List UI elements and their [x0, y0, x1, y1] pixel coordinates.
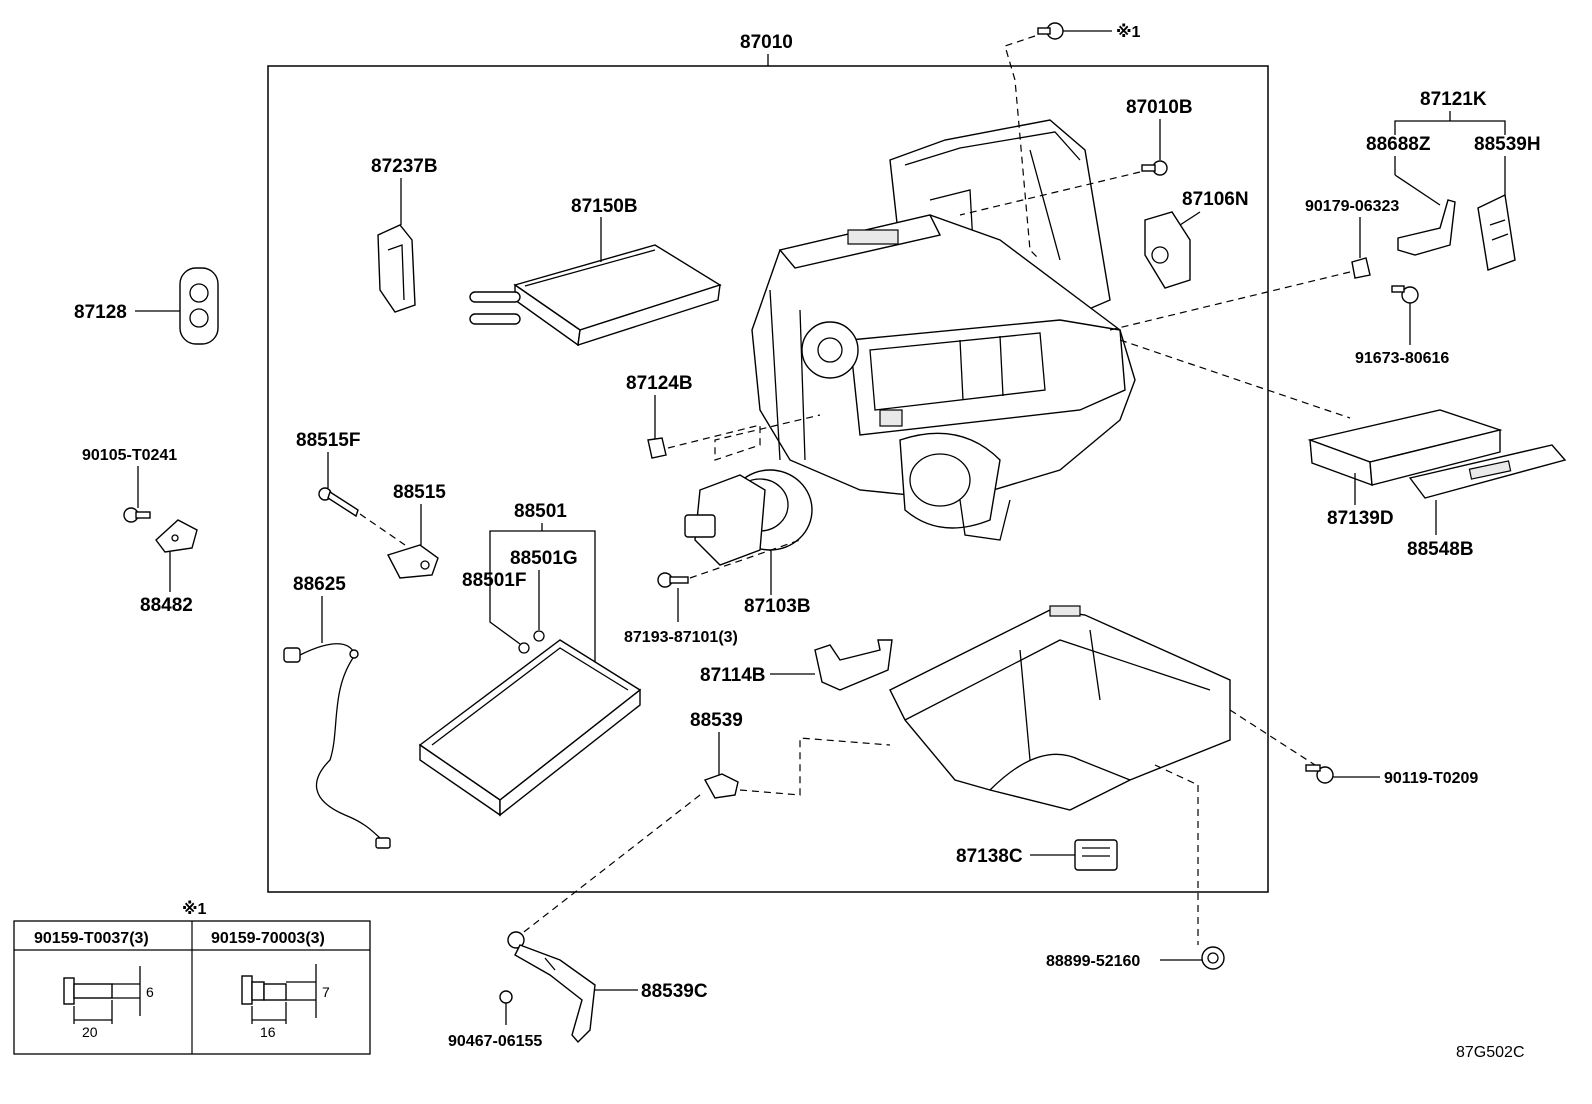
- label-88515f[interactable]: 88515F: [296, 430, 360, 451]
- table-header-col2: 90159-70003(3): [211, 930, 325, 947]
- table-len-col2: 16: [260, 1024, 276, 1040]
- evaporator-88501[interactable]: [418, 639, 642, 817]
- table-header-col1: 90159-T0037(3): [34, 930, 149, 947]
- label-88688z[interactable]: 88688Z: [1366, 134, 1431, 155]
- label-88539c[interactable]: 88539C: [641, 981, 708, 1002]
- bracket-87114b[interactable]: [814, 639, 893, 691]
- block-88482[interactable]: [155, 519, 198, 553]
- label-87124b[interactable]: 87124B: [626, 373, 693, 394]
- table-ref1-label: ※1: [182, 900, 207, 918]
- label-88539[interactable]: 88539: [690, 710, 743, 731]
- label-88482[interactable]: 88482: [140, 595, 193, 616]
- screw-90119[interactable]: [1305, 764, 1334, 784]
- label-88539h[interactable]: 88539H: [1474, 134, 1541, 155]
- label-90105-t0241[interactable]: 90105-T0241: [82, 447, 177, 464]
- label-88625[interactable]: 88625: [293, 574, 346, 595]
- clip-87124b[interactable]: [647, 437, 667, 459]
- sensor-88539h[interactable]: [1477, 193, 1516, 271]
- label-88515[interactable]: 88515: [393, 482, 446, 503]
- heater-core-87150b[interactable]: [469, 244, 722, 347]
- bracket-88539c[interactable]: [507, 931, 596, 1044]
- bolt-icon-col1: [63, 966, 141, 1024]
- screw-91673[interactable]: [1391, 285, 1419, 304]
- lower-case-illustration: [889, 605, 1231, 811]
- label-88501g[interactable]: 88501G: [510, 548, 578, 569]
- label-87139d[interactable]: 87139D: [1327, 508, 1394, 529]
- fastener-table: 90159-T0037(3) 90159-70003(3) 20 6: [13, 920, 371, 1055]
- label-87138c[interactable]: 87138C: [956, 846, 1023, 867]
- air-filter-87139d[interactable]: [1307, 409, 1503, 487]
- sensor-88539[interactable]: [703, 773, 739, 799]
- screw-87010b[interactable]: [1141, 160, 1168, 176]
- label-91673-80616[interactable]: 91673-80616: [1355, 350, 1449, 367]
- screw-87193[interactable]: [657, 572, 689, 588]
- bracket-88688z[interactable]: [1397, 199, 1456, 256]
- servo-motor-87106n[interactable]: [1144, 211, 1191, 289]
- bracket-87237b[interactable]: [377, 224, 416, 313]
- label-88501f[interactable]: 88501F: [462, 570, 526, 591]
- filter-cover-88548b[interactable]: [1408, 444, 1567, 499]
- label-87150b[interactable]: 87150B: [571, 196, 638, 217]
- bolt-icon-col2: [241, 964, 317, 1024]
- grommet-87128[interactable]: [179, 267, 219, 345]
- label-87106n[interactable]: 87106N: [1182, 189, 1249, 210]
- label-87010[interactable]: 87010: [740, 32, 793, 53]
- blower-motor-87103b[interactable]: [684, 469, 813, 566]
- label-88548b[interactable]: 88548B: [1407, 539, 1474, 560]
- label-88501[interactable]: 88501: [514, 501, 567, 522]
- label-87103b[interactable]: 87103B: [744, 596, 811, 617]
- hvac-case-illustration: [751, 119, 1136, 541]
- sensor-87138c[interactable]: [1074, 839, 1118, 871]
- block-88515[interactable]: [386, 544, 439, 579]
- table-dia-col2: 7: [322, 984, 330, 1000]
- screw-top-ref1[interactable]: [1037, 22, 1064, 40]
- figure-code: 87G502C: [1456, 1044, 1525, 1061]
- label-90467-06155[interactable]: 90467-06155: [448, 1033, 542, 1050]
- label-87114b[interactable]: 87114B: [700, 665, 766, 686]
- label-88899-52160[interactable]: 88899-52160: [1046, 953, 1140, 970]
- label-87237b[interactable]: 87237B: [371, 156, 438, 177]
- table-len-col1: 20: [82, 1024, 98, 1040]
- sensor-wire-88625[interactable]: [283, 643, 391, 849]
- screw-90105[interactable]: [123, 507, 151, 523]
- bolt-88515f[interactable]: [318, 487, 359, 518]
- label-90119-t0209[interactable]: 90119-T0209: [1384, 770, 1478, 787]
- label-87193-87101[interactable]: 87193-87101(3): [624, 629, 738, 646]
- nut-88899[interactable]: [1201, 946, 1225, 970]
- table-dia-col1: 6: [146, 984, 154, 1000]
- label-ref1-top: ※1: [1116, 23, 1141, 41]
- label-87128[interactable]: 87128: [74, 302, 127, 323]
- clip-90179[interactable]: [1351, 257, 1371, 279]
- label-87010b[interactable]: 87010B: [1126, 97, 1193, 118]
- clip-90467[interactable]: [499, 990, 513, 1004]
- label-87121k[interactable]: 87121K: [1420, 89, 1487, 110]
- label-90179-06323[interactable]: 90179-06323: [1305, 198, 1399, 215]
